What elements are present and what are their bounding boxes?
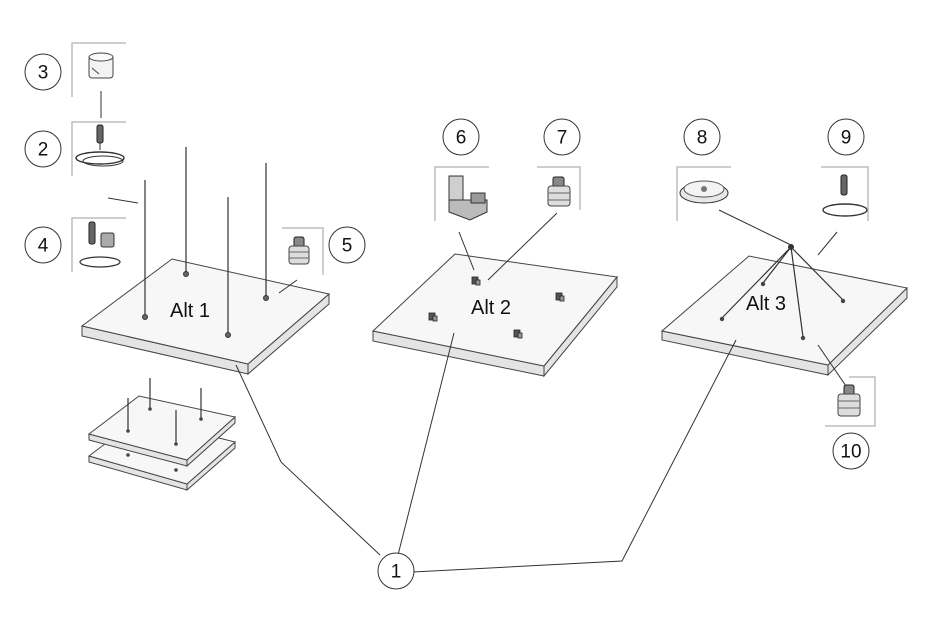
- part-7-plug: [487, 166, 581, 281]
- svg-text:7: 7: [557, 128, 568, 149]
- part-6-bracket-clip: [434, 166, 489, 271]
- svg-text:3: 3: [38, 63, 49, 84]
- part-5-plug: [282, 227, 324, 275]
- alt-3-wires: [719, 244, 846, 341]
- svg-text:1: 1: [391, 562, 402, 583]
- svg-text:9: 9: [841, 128, 852, 149]
- callout-7: 7: [543, 118, 581, 156]
- svg-text:10: 10: [840, 442, 861, 463]
- part-4-wire-kit: [71, 217, 126, 272]
- part-3-ceiling-cup: [71, 42, 126, 118]
- svg-text:8: 8: [697, 128, 708, 149]
- part-9-wire-gripper: [817, 166, 869, 256]
- svg-text:2: 2: [38, 140, 49, 161]
- part-8-canopy: [676, 166, 792, 246]
- panel-alt-2: Alt 2: [371, 253, 618, 378]
- callout-8: 8: [683, 118, 721, 156]
- svg-text:4: 4: [38, 236, 49, 257]
- panel-label-alt-1: Alt 1: [170, 300, 210, 322]
- callout-5: 5: [328, 226, 366, 264]
- part-2-wire-gripper: [71, 121, 126, 176]
- clip-hardware: [428, 276, 565, 339]
- alt-1-wires: [107, 147, 298, 338]
- callout-4: 4: [24, 226, 62, 264]
- panel-label-alt-2: Alt 2: [471, 297, 511, 319]
- svg-text:6: 6: [456, 128, 467, 149]
- panel-alt-1: Alt 1: [80, 258, 331, 376]
- callout-9: 9: [827, 118, 865, 156]
- callout-3: 3: [24, 53, 62, 91]
- svg-text:5: 5: [342, 236, 353, 257]
- callout-2: 2: [24, 130, 62, 168]
- stacked-panels: [87, 378, 237, 492]
- panel-alt-3: Alt 3: [660, 244, 909, 377]
- callout-1: 1: [377, 552, 415, 590]
- panel-label-alt-3: Alt 3: [746, 293, 786, 315]
- callout-6: 6: [442, 118, 480, 156]
- callout-1-leaders: [235, 332, 737, 573]
- callout-10: 10: [832, 432, 870, 470]
- part-10-plug: [817, 344, 876, 427]
